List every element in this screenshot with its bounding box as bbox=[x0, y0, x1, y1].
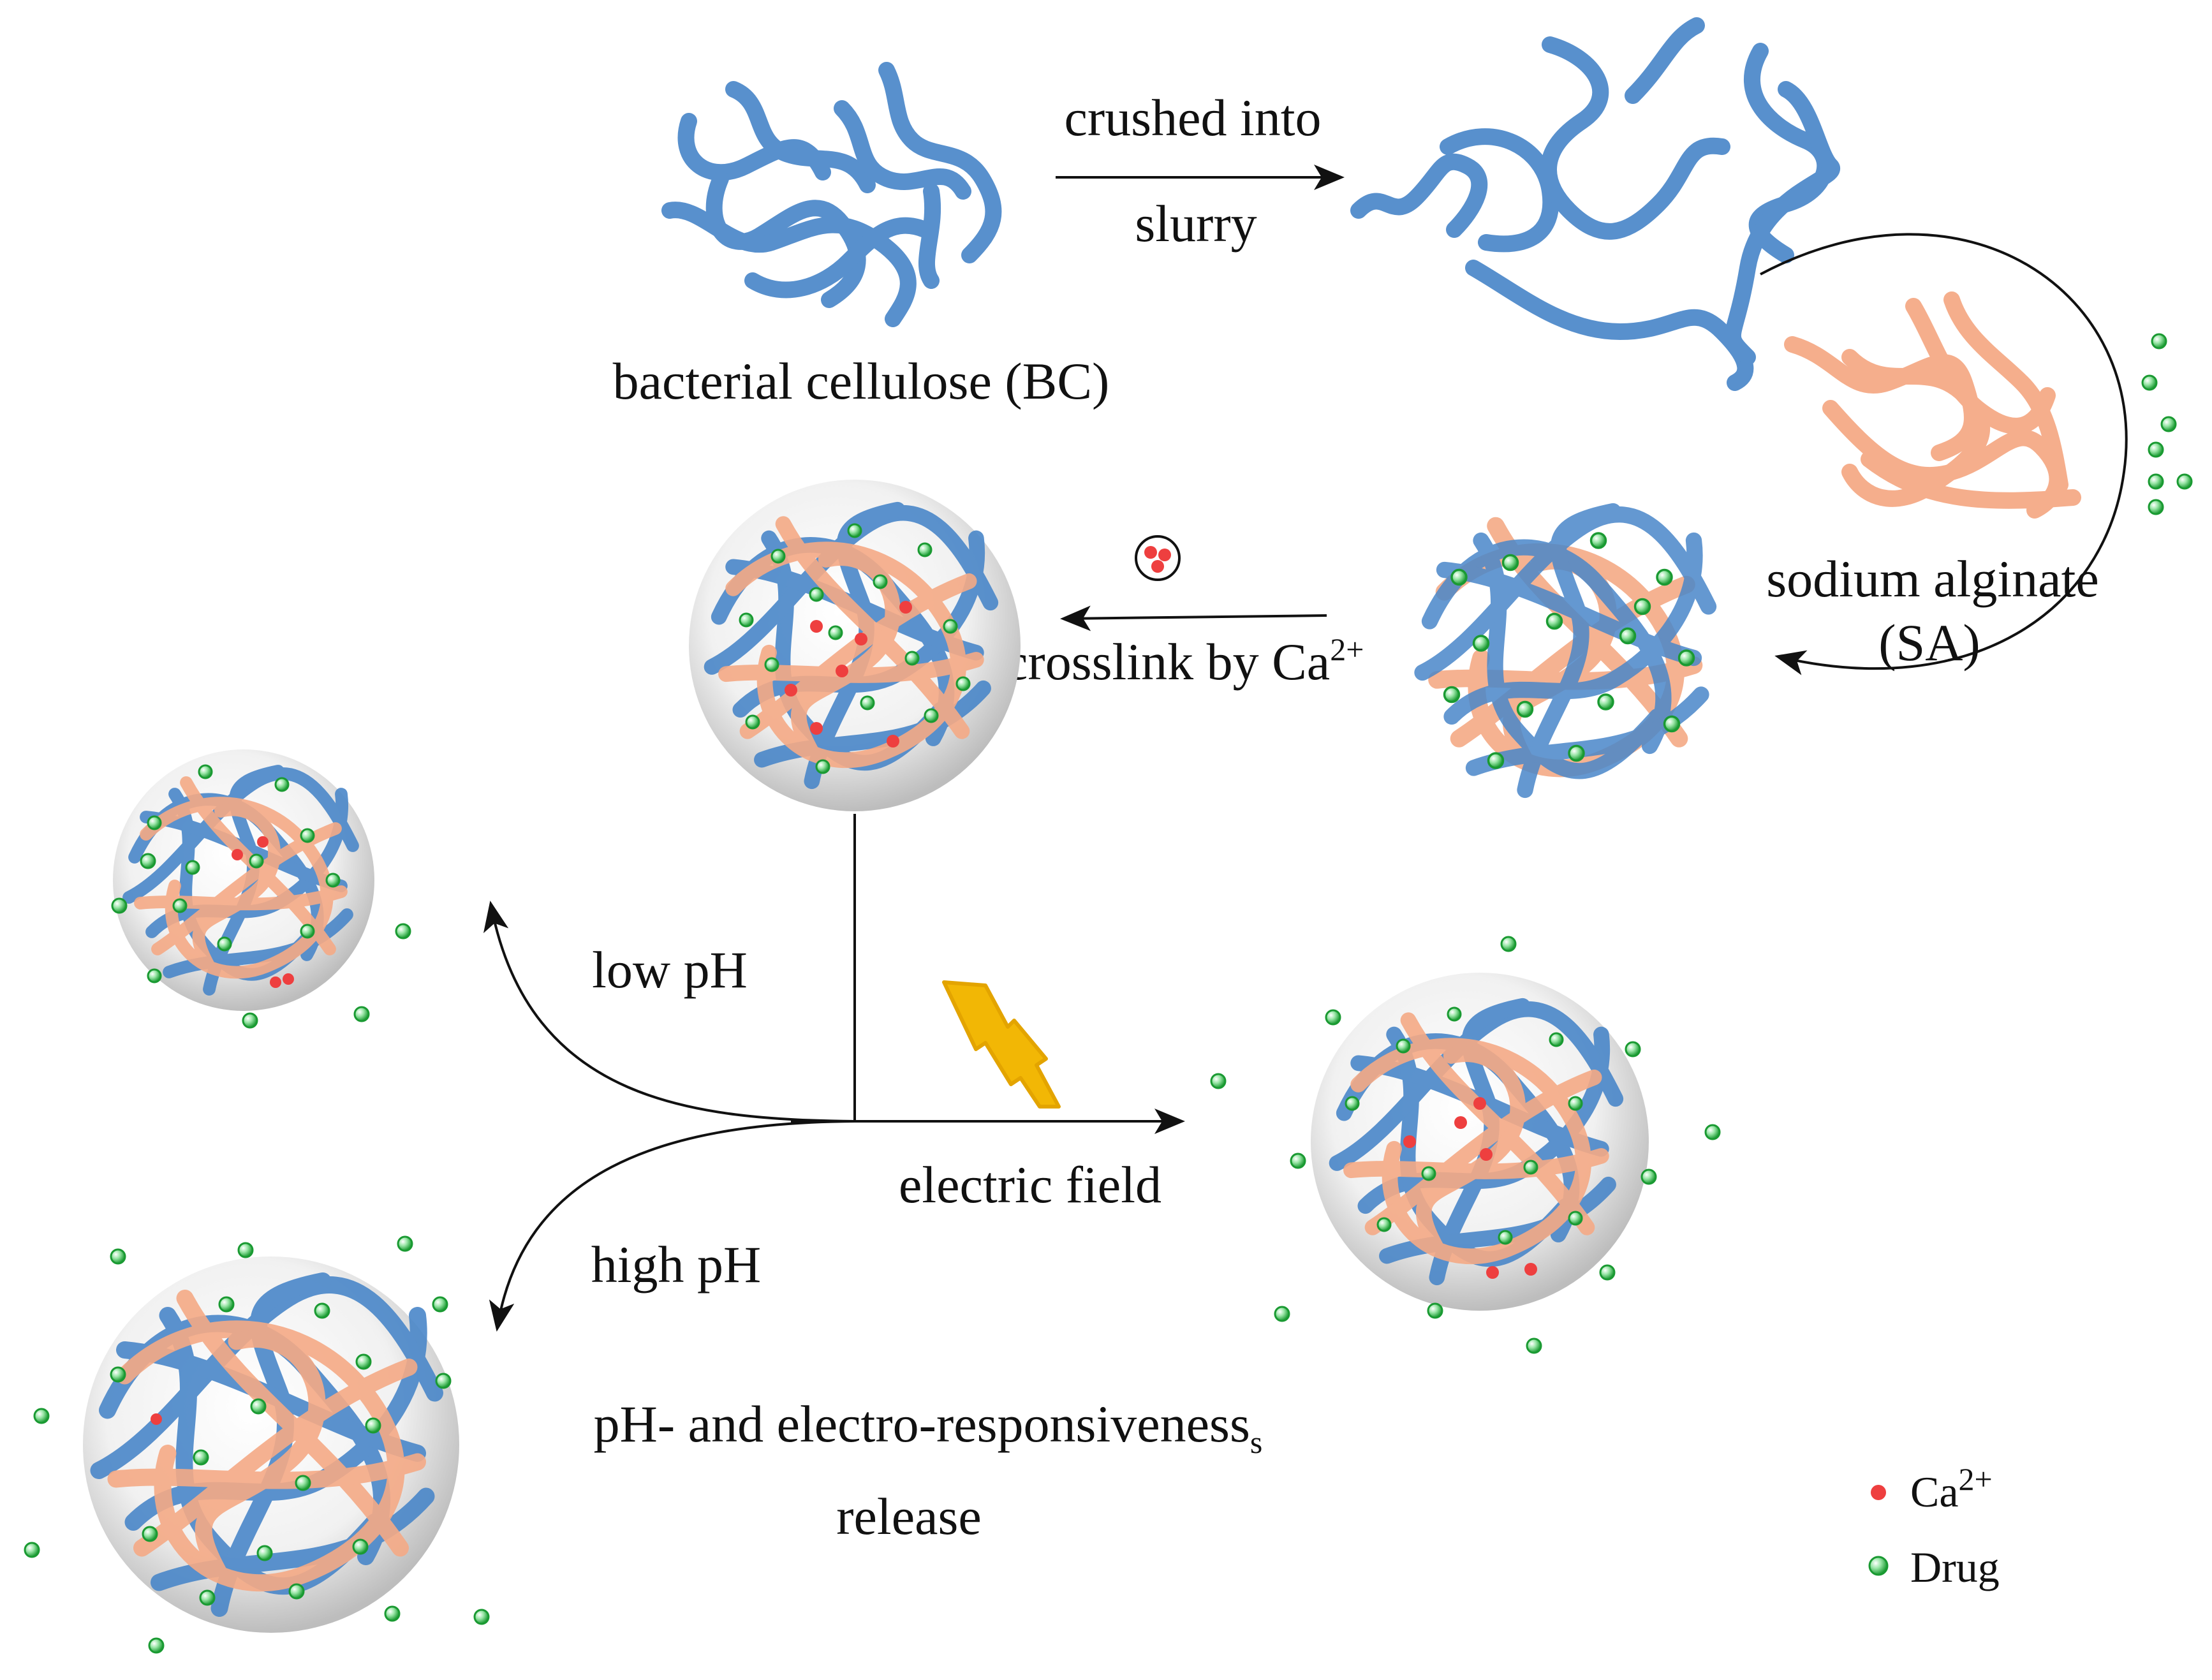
sa-label-line1: sodium alginate bbox=[1766, 550, 2099, 608]
lightning-icon bbox=[942, 980, 1061, 1109]
crosslinked-bead bbox=[689, 480, 1021, 811]
crosslink-label: crosslink by Ca2+ bbox=[1005, 631, 1364, 691]
bc-sa-drug-mixture bbox=[1422, 512, 1709, 790]
bc-label: bacterial cellulose (BC) bbox=[613, 352, 1110, 410]
high-ph-label: high pH bbox=[591, 1235, 762, 1293]
release-caption-line2: release bbox=[836, 1487, 982, 1545]
sodium-alginate-fibers bbox=[1784, 291, 2081, 519]
mixing-arc-arrow bbox=[1760, 233, 2128, 675]
low-ph-bead bbox=[111, 749, 411, 1029]
legend-drug-marker bbox=[1868, 1556, 1889, 1576]
crushed-label: crushed into bbox=[1064, 89, 1321, 147]
legend: Ca2+ Drug bbox=[1868, 1461, 2000, 1591]
sa-label-line2: (SA) bbox=[1878, 614, 1980, 672]
high-ph-bead bbox=[24, 1235, 490, 1654]
low-ph-label: low pH bbox=[592, 941, 748, 999]
bc-slurry-fibers bbox=[1350, 17, 1841, 391]
low-ph-arrow bbox=[483, 901, 855, 1123]
electric-field-label: electric field bbox=[899, 1156, 1161, 1214]
slurry-label: slurry bbox=[1135, 195, 1257, 253]
legend-ca-marker bbox=[1871, 1485, 1886, 1500]
ca-ion-cluster-icon bbox=[1135, 535, 1181, 581]
electric-field-bead bbox=[1210, 936, 1721, 1354]
legend-drug-label: Drug bbox=[1910, 1543, 2000, 1591]
release-caption-line1: pH- and electro-responsivenesss bbox=[594, 1395, 1263, 1460]
crosslink-arrow bbox=[1060, 605, 1327, 631]
bacterial-cellulose-network bbox=[661, 62, 1002, 327]
legend-ca-label: Ca2+ bbox=[1910, 1461, 1993, 1516]
high-ph-arrow bbox=[489, 1120, 855, 1332]
free-drug-dots-right bbox=[2141, 333, 2193, 515]
